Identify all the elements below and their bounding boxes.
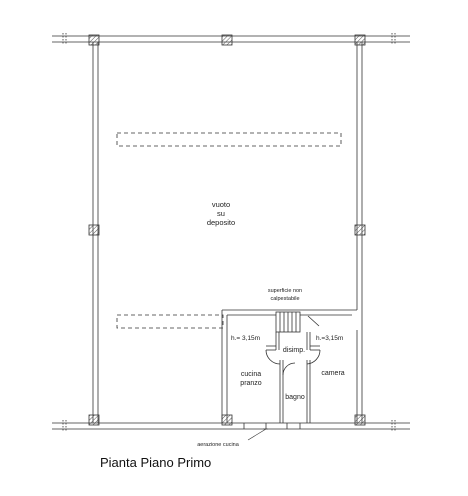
column bbox=[88, 34, 100, 46]
door-swing bbox=[265, 349, 281, 365]
door-swing bbox=[282, 362, 296, 376]
height-left-label: h.= 3,15m bbox=[231, 335, 260, 342]
aerazione-leader bbox=[247, 428, 268, 441]
dashed-beam-upper bbox=[116, 132, 342, 147]
dashed-beams bbox=[116, 132, 342, 329]
column bbox=[88, 224, 100, 236]
cucina-label-2: pranzo bbox=[240, 380, 262, 387]
height-right-label: h.=3,15m bbox=[316, 335, 343, 342]
dashed-beam-lower bbox=[116, 314, 224, 329]
vuoto-label-3: deposito bbox=[207, 218, 235, 227]
vuoto-label-2: su bbox=[217, 209, 225, 218]
column bbox=[221, 34, 233, 46]
cucina-label-1: cucina bbox=[241, 371, 261, 378]
column bbox=[88, 414, 100, 426]
column bbox=[354, 414, 366, 426]
camera-label: camera bbox=[321, 370, 344, 377]
door-swing bbox=[306, 349, 321, 365]
disimp-label: disimp. bbox=[283, 347, 305, 354]
superficie-label-2: calpestabile bbox=[270, 296, 299, 302]
vuoto-label-1: vuoto bbox=[212, 200, 230, 209]
bagno-label: bagno bbox=[285, 394, 305, 401]
aerazione-label: aerazione cucina bbox=[197, 442, 240, 448]
column bbox=[354, 224, 366, 236]
plan-title: Pianta Piano Primo bbox=[100, 455, 211, 470]
superficie-label-1: superficie non bbox=[268, 288, 302, 294]
column bbox=[354, 34, 366, 46]
apartment-walls bbox=[221, 309, 357, 423]
